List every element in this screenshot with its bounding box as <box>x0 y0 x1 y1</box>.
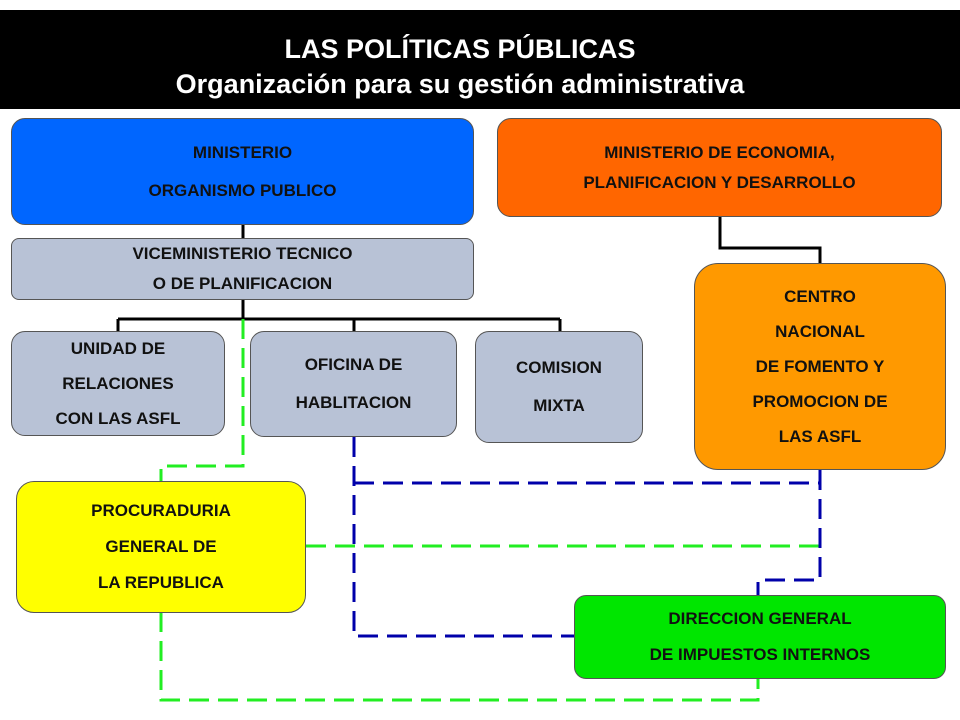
node-direccion-line-1: DIRECCION GENERAL <box>668 609 852 628</box>
node-ministerio-line-1: MINISTERIO <box>192 142 293 162</box>
node-unidad-line-1: UNIDAD DE <box>70 339 166 358</box>
node-viceministerio: VICEMINISTERIO TECNICO O DE PLANIFICACIO… <box>11 238 474 300</box>
node-centro-line-4: PROMOCION DE <box>752 392 888 411</box>
node-economia-line-2: PLANIFICACION Y DESARROLLO <box>583 172 856 192</box>
node-comision-mixta: COMISION MIXTA <box>475 331 643 443</box>
node-centro-line-1: CENTRO <box>784 287 856 306</box>
node-unidad-line-3: CON LAS ASFL <box>55 409 181 428</box>
node-centro-line-3: DE FOMENTO Y <box>755 357 885 376</box>
node-ministerio-economia: MINISTERIO DE ECONOMIA, PLANIFICACION Y … <box>497 118 942 217</box>
node-comision-line-2: MIXTA <box>533 396 585 415</box>
node-viceministerio-line-1: VICEMINISTERIO TECNICO <box>132 244 353 263</box>
title-banner: LAS POLÍTICAS PÚBLICAS Organización para… <box>0 10 960 109</box>
node-direccion-line-2: DE IMPUESTOS INTERNOS <box>649 645 871 664</box>
node-direccion-impuestos: DIRECCION GENERAL DE IMPUESTOS INTERNOS <box>574 595 946 679</box>
node-viceministerio-line-2: O DE PLANIFICACION <box>152 274 333 293</box>
dashed-link-centro-direccion <box>756 470 822 595</box>
node-unidad-relaciones: UNIDAD DE RELACIONES CON LAS ASFL <box>11 331 225 436</box>
node-procuraduria-line-1: PROCURADURIA <box>91 501 231 520</box>
node-ministerio-line-2: ORGANISMO PUBLICO <box>148 180 337 200</box>
dashed-link-oficina-centro <box>354 470 822 485</box>
node-comision-line-1: COMISION <box>516 358 602 377</box>
node-oficina-line-2: HABLITACION <box>295 393 412 412</box>
node-procuraduria-line-2: GENERAL DE <box>105 537 217 556</box>
node-procuraduria: PROCURADURIA GENERAL DE LA REPUBLICA <box>16 481 306 613</box>
page-title: LAS POLÍTICAS PÚBLICAS <box>284 34 636 64</box>
node-centro-line-5: LAS ASFL <box>778 427 862 446</box>
node-centro-nacional: CENTRO NACIONAL DE FOMENTO Y PROMOCION D… <box>694 263 946 470</box>
node-ministerio: MINISTERIO ORGANISMO PUBLICO <box>11 118 474 225</box>
node-centro-line-2: NACIONAL <box>775 322 865 341</box>
dashed-link-vice-procuraduria <box>159 319 245 482</box>
dashed-link-procuraduria-direccion <box>159 612 760 702</box>
node-economia-line-1: MINISTERIO DE ECONOMIA, <box>604 142 835 162</box>
connector-economia-centro <box>718 217 822 263</box>
node-oficina-hablitacion: OFICINA DE HABLITACION <box>250 331 457 437</box>
node-unidad-line-2: RELACIONES <box>62 374 174 393</box>
node-procuraduria-line-3: LA REPUBLICA <box>98 573 224 592</box>
dashed-link-oficina-direccion <box>352 437 575 638</box>
node-oficina-line-1: OFICINA DE <box>304 355 403 374</box>
page-subtitle: Organización para su gestión administrat… <box>175 69 745 99</box>
